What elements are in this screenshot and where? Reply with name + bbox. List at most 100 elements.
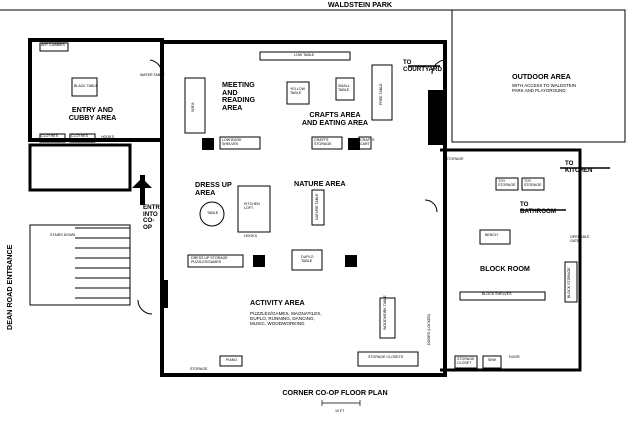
clothes-cubbies-label-1: CLOTHES CUBBIES (41, 134, 58, 142)
to-kitchen-label: TO KITCHEN (565, 160, 593, 174)
piano-label: PIANO (226, 358, 238, 362)
dean-road-label: DEAN ROAD ENTRANCE (5, 244, 14, 330)
stairs-label: STAIRS DOWN (50, 233, 76, 237)
nature-area-label: NATURE AREA (294, 179, 346, 188)
block-room-walls (440, 148, 582, 372)
piano (219, 355, 243, 367)
wall-block-1 (160, 280, 168, 308)
black-table-label: BLACK TABLE (74, 84, 98, 88)
pillar-1 (202, 138, 214, 150)
woodwork-table (379, 297, 396, 339)
park-label: WALDSTEIN PARK (327, 0, 393, 9)
meeting-area-label: MEETING AND READING AREA (222, 80, 256, 112)
toy-storage-label-1: TOY STORAGE (498, 179, 516, 187)
doors-locked-label: DOORS (LOCKED) (427, 313, 431, 345)
sink (482, 355, 502, 369)
black-table (71, 77, 98, 97)
crafts-storage (311, 136, 343, 150)
small-table (335, 77, 355, 101)
stairs (29, 224, 131, 306)
block-storage (564, 261, 578, 303)
dressup-storage-label: DRESS UP STORAGE PUZZLES/GAMES (191, 256, 228, 264)
activity-area-label: ACTIVITY AREA (250, 298, 305, 307)
toy-storage-label-2: TOY STORAGE (524, 179, 542, 187)
wall-block-2 (428, 90, 446, 145)
activity-area-detail: PUZZLES/GAMES, MAGNATILES, DUPLO, RUNNIN… (250, 311, 322, 326)
low-book-shelves (219, 136, 261, 150)
yellow-table (286, 81, 310, 105)
crafts-area-label: CRAFTS AREA AND EATING AREA (301, 110, 369, 127)
dressup-area-label: DRESS UP AREA (195, 180, 232, 197)
pillar-2 (348, 138, 360, 150)
entry-arrow-head (132, 178, 152, 188)
free-table-label: FREE TABLE (379, 83, 383, 105)
entry-coop-label: ENTRY INTO CO-OP (143, 204, 164, 231)
toy-storage-1 (495, 177, 519, 191)
clothes-cubbies-2 (69, 133, 96, 143)
storage-closet-right (454, 355, 478, 369)
low-book-shelves-label: LOW BOOK SHELVES (222, 138, 242, 146)
low-table (259, 51, 351, 61)
woodwork-table-label: WOODWORK TABLE (383, 295, 387, 330)
plan-title: CORNER CO-OP FLOOR PLAN (282, 388, 388, 397)
outdoor-area-outline (451, 9, 626, 143)
stairs-room (28, 143, 132, 192)
storage-closets-label: STORAGE CLOSETS (368, 355, 404, 359)
operable-gate-label: OPERABLE GATE (570, 235, 590, 243)
sink-label: SINK (488, 358, 497, 362)
nature-table-label: NATURE TABLE (315, 193, 319, 220)
clothes-cubbies-label-2: CLOTHES CUBBIES (71, 134, 88, 142)
bench (479, 229, 511, 245)
nature-table (311, 189, 325, 226)
art-cubbies-label: ART CUBBIES (41, 43, 65, 47)
round-table-label: TABLE (207, 211, 219, 215)
main-room-wall-frame (160, 42, 447, 377)
sofa (184, 77, 206, 134)
to-courtyard-label: TO COURTYARD (403, 59, 442, 73)
toy-storage-2 (521, 177, 545, 191)
storage-closets (357, 351, 419, 367)
block-shelves (459, 291, 546, 301)
hooks-label-1: HOOKS (101, 135, 114, 139)
dressup-storage (187, 254, 244, 268)
free-table (371, 64, 393, 121)
kitchen-loft (237, 185, 271, 233)
outdoor-area-label: OUTDOOR AREA (512, 72, 571, 81)
yellow-table-label: YELLOW TABLE (290, 87, 305, 95)
entry-arrow-shaft (140, 175, 145, 205)
block-room-label: BLOCK ROOM (480, 264, 530, 273)
door-arc-4 (424, 199, 438, 213)
art-cubbies (39, 42, 69, 52)
storage-bottom-label: STORAGE (190, 367, 208, 371)
crafts-storage-label: CRAFTS STORAGE (314, 138, 332, 146)
storage-right-label: STORAGE (446, 157, 464, 161)
hooks-label-2: HOOKS (244, 234, 257, 238)
entry-area-label: ENTRY AND CUBBY AREA (68, 105, 117, 122)
sofa-label: SOFA (191, 102, 195, 112)
door-arc-1 (149, 59, 163, 75)
block-shelves-label: BLOCK SHELVES (482, 292, 512, 296)
round-table (199, 201, 225, 227)
storage-closet-right-label: STORAGE CLOSET (457, 357, 475, 365)
scale-bar (321, 400, 361, 406)
low-table-label: LOW TABLE (294, 53, 315, 57)
pillar-3 (253, 255, 265, 267)
door-arc-3 (137, 299, 153, 315)
to-bathroom-label: TO BATHROOM (520, 201, 556, 215)
duplo-table (291, 249, 323, 271)
duplo-table-label: DUPLO TABLE (301, 255, 314, 263)
small-table-label: SMALL TABLE (338, 84, 350, 92)
crafts-cart-label: CRAFTS CART (360, 138, 375, 146)
outdoor-area-detail: WITH ACCESS TO WALDSTEIN PARK AND PLAYGR… (512, 83, 577, 93)
entry-room-walls (28, 38, 164, 142)
door-arc-2 (431, 59, 446, 75)
water-table-label: WATER TABLE (140, 73, 165, 77)
pillar-4 (345, 255, 357, 267)
bench-label: BENCH (485, 233, 498, 237)
scale-label: 10 FT (335, 409, 345, 413)
clothes-cubbies-1 (39, 133, 66, 143)
block-storage-label: BLOCK STORAGE (567, 267, 571, 298)
door-south-label: DOOR (509, 355, 520, 359)
kitchen-loft-label: KITCHEN LOFT (244, 202, 260, 210)
